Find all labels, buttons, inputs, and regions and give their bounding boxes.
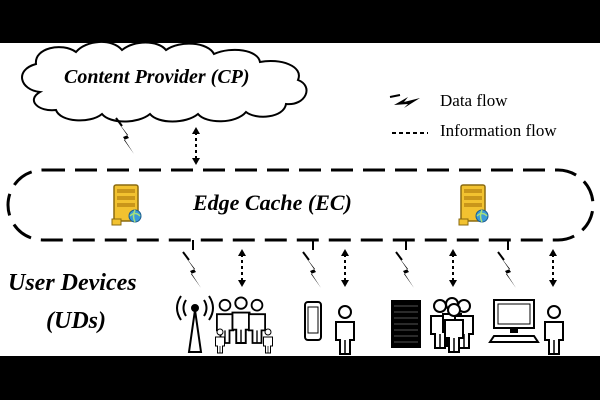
server-icon	[458, 184, 489, 226]
information-flow-arrow	[340, 248, 350, 288]
legend-data-flow: Data flow	[440, 91, 508, 110]
smartphone-icon	[304, 301, 322, 341]
information-flow-arrow	[548, 248, 558, 288]
lightning-bolt-icon	[302, 251, 322, 289]
user-devices-abbrev: (UDs)	[46, 308, 106, 334]
information-flow-arrow	[237, 248, 247, 288]
legend-information-flow: Information flow	[440, 121, 557, 140]
information-flow-arrow	[448, 248, 458, 288]
content-provider-label: Content Provider (CP)	[64, 66, 250, 88]
content-provider-cloud	[21, 41, 308, 123]
lightning-bolt-icon	[389, 94, 420, 108]
edge-cache-label: Edge Cache (EC)	[193, 190, 352, 215]
desktop-computer-icon	[488, 299, 540, 343]
lightning-bolt-icon	[182, 251, 202, 289]
information-flow-arrow	[191, 126, 201, 166]
server-rack-icon	[391, 300, 421, 348]
person-icon	[544, 305, 564, 355]
cell-tower-icon	[176, 295, 214, 353]
lightning-bolt-icon	[115, 117, 135, 155]
edge-cache-boundary	[6, 168, 595, 242]
lightning-bolt-icon	[497, 251, 517, 289]
person-icon	[335, 305, 355, 355]
group-icon	[430, 297, 474, 353]
server-icon	[111, 184, 142, 226]
lightning-bolt-icon	[395, 251, 415, 289]
user-devices-label: User Devices	[8, 270, 137, 296]
family-icon	[215, 296, 273, 354]
